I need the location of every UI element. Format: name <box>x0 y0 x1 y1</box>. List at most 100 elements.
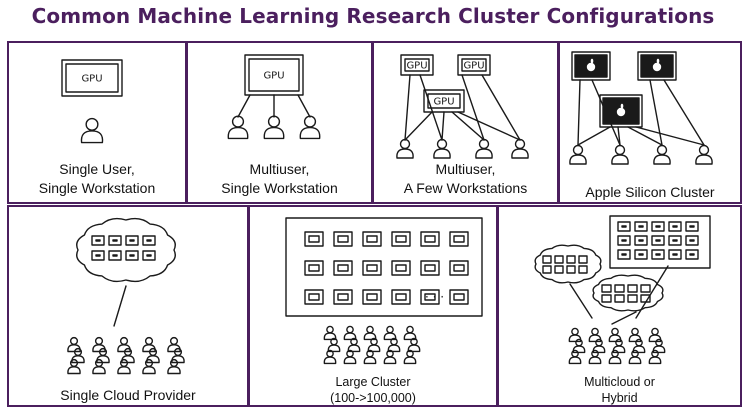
gpu-box <box>685 235 699 246</box>
person-icon <box>433 138 451 159</box>
gpu-box <box>601 284 612 293</box>
gpu-box <box>420 289 440 305</box>
person-icon <box>653 144 671 165</box>
cloud-outline <box>592 274 664 312</box>
gpu-box: GPU <box>457 54 491 76</box>
gpu-box <box>304 289 324 305</box>
person-icon <box>475 138 493 159</box>
onprem-rack <box>609 215 711 269</box>
ellipsis-dots: · · · <box>425 290 444 304</box>
person-icon <box>628 349 642 365</box>
gpu-box <box>391 231 411 247</box>
person-icon <box>387 337 401 353</box>
gpu-box <box>91 235 105 246</box>
person-icon <box>568 349 582 365</box>
gpu-box <box>634 221 648 232</box>
panel-label-multiuser-single: Multiuser,Single Workstation <box>221 161 338 196</box>
person-icon <box>383 349 397 365</box>
sketch-ink: GPU GPU GPU GPU GPU · · · <box>61 51 713 375</box>
gpu-box <box>617 235 631 246</box>
person-icon <box>695 144 713 165</box>
person-icon <box>367 337 381 353</box>
gpu-box <box>554 265 564 274</box>
person-icon <box>117 358 131 375</box>
gpu-box <box>627 284 638 293</box>
person-icon <box>117 336 131 353</box>
person-icon <box>608 349 622 365</box>
person-icon <box>363 349 377 365</box>
gpu-box <box>449 260 469 276</box>
gpu-box <box>362 289 382 305</box>
gpu-box <box>634 249 648 260</box>
person-icon <box>227 115 249 140</box>
gpu-box <box>668 235 682 246</box>
panel-label-apple-silicon: Apple Silicon Cluster <box>585 184 715 200</box>
person-icon <box>71 347 85 364</box>
person-icon <box>327 337 341 353</box>
gpu-box <box>685 249 699 260</box>
person-icon <box>80 117 104 144</box>
gpu-box <box>651 249 665 260</box>
person-icon <box>592 338 606 354</box>
panel-frame <box>497 205 742 407</box>
gpu-box <box>542 255 552 264</box>
svg-text:GPU: GPU <box>263 71 284 82</box>
person-icon <box>121 347 135 364</box>
apple-chip <box>637 51 677 81</box>
person-icon <box>611 144 629 165</box>
panel-frames <box>7 41 742 407</box>
person-icon <box>511 138 529 159</box>
gpu-box <box>391 289 411 305</box>
apple-chip <box>599 94 643 128</box>
person-icon <box>343 349 357 365</box>
person-icon <box>407 337 421 353</box>
gpu-box <box>142 250 156 261</box>
panel-label-multiuser-few: Multiuser,A Few Workstations <box>403 161 528 196</box>
gpu-box <box>617 221 631 232</box>
panel-label-large-cluster: Large Cluster(100->100,000) <box>330 375 416 405</box>
cloud-outline <box>76 217 176 283</box>
gpu-box <box>125 235 139 246</box>
gpu-box <box>333 260 353 276</box>
svg-text:GPU: GPU <box>406 61 427 72</box>
gpu-box <box>627 294 638 303</box>
person-icon <box>323 325 337 341</box>
gpu-box <box>391 260 411 276</box>
gpu-box <box>614 294 625 303</box>
person-icon <box>92 336 106 353</box>
gpu-box <box>125 250 139 261</box>
gpu-box <box>333 289 353 305</box>
person-icon <box>403 325 417 341</box>
person-icon <box>92 358 106 375</box>
person-icon <box>632 338 646 354</box>
gpu-box <box>304 260 324 276</box>
person-icon <box>67 336 81 353</box>
apple-chip <box>571 51 611 81</box>
person-icon <box>142 336 156 353</box>
gpu-box <box>91 250 105 261</box>
cloud-outline <box>534 244 602 284</box>
person-icon <box>167 358 181 375</box>
person-icon <box>363 325 377 341</box>
gpu-box <box>420 231 440 247</box>
gpu-box: GPU <box>423 89 465 113</box>
person-icon <box>396 138 414 159</box>
gpu-box <box>542 265 552 274</box>
person-icon <box>142 358 156 375</box>
person-icon <box>383 325 397 341</box>
person-icon <box>171 347 185 364</box>
person-icon <box>572 338 586 354</box>
panel-label-single-cloud: Single Cloud Provider <box>60 387 196 403</box>
person-icon <box>67 358 81 375</box>
gpu-box <box>420 260 440 276</box>
gpu-box <box>362 231 382 247</box>
person-icon <box>146 347 160 364</box>
person-icon <box>347 337 361 353</box>
person-icon <box>343 325 357 341</box>
page-title: Common Machine Learning Research Cluster… <box>31 4 715 28</box>
svg-text:GPU: GPU <box>81 74 102 85</box>
gpu-box <box>651 221 665 232</box>
person-icon <box>167 336 181 353</box>
svg-text:GPU: GPU <box>463 61 484 72</box>
